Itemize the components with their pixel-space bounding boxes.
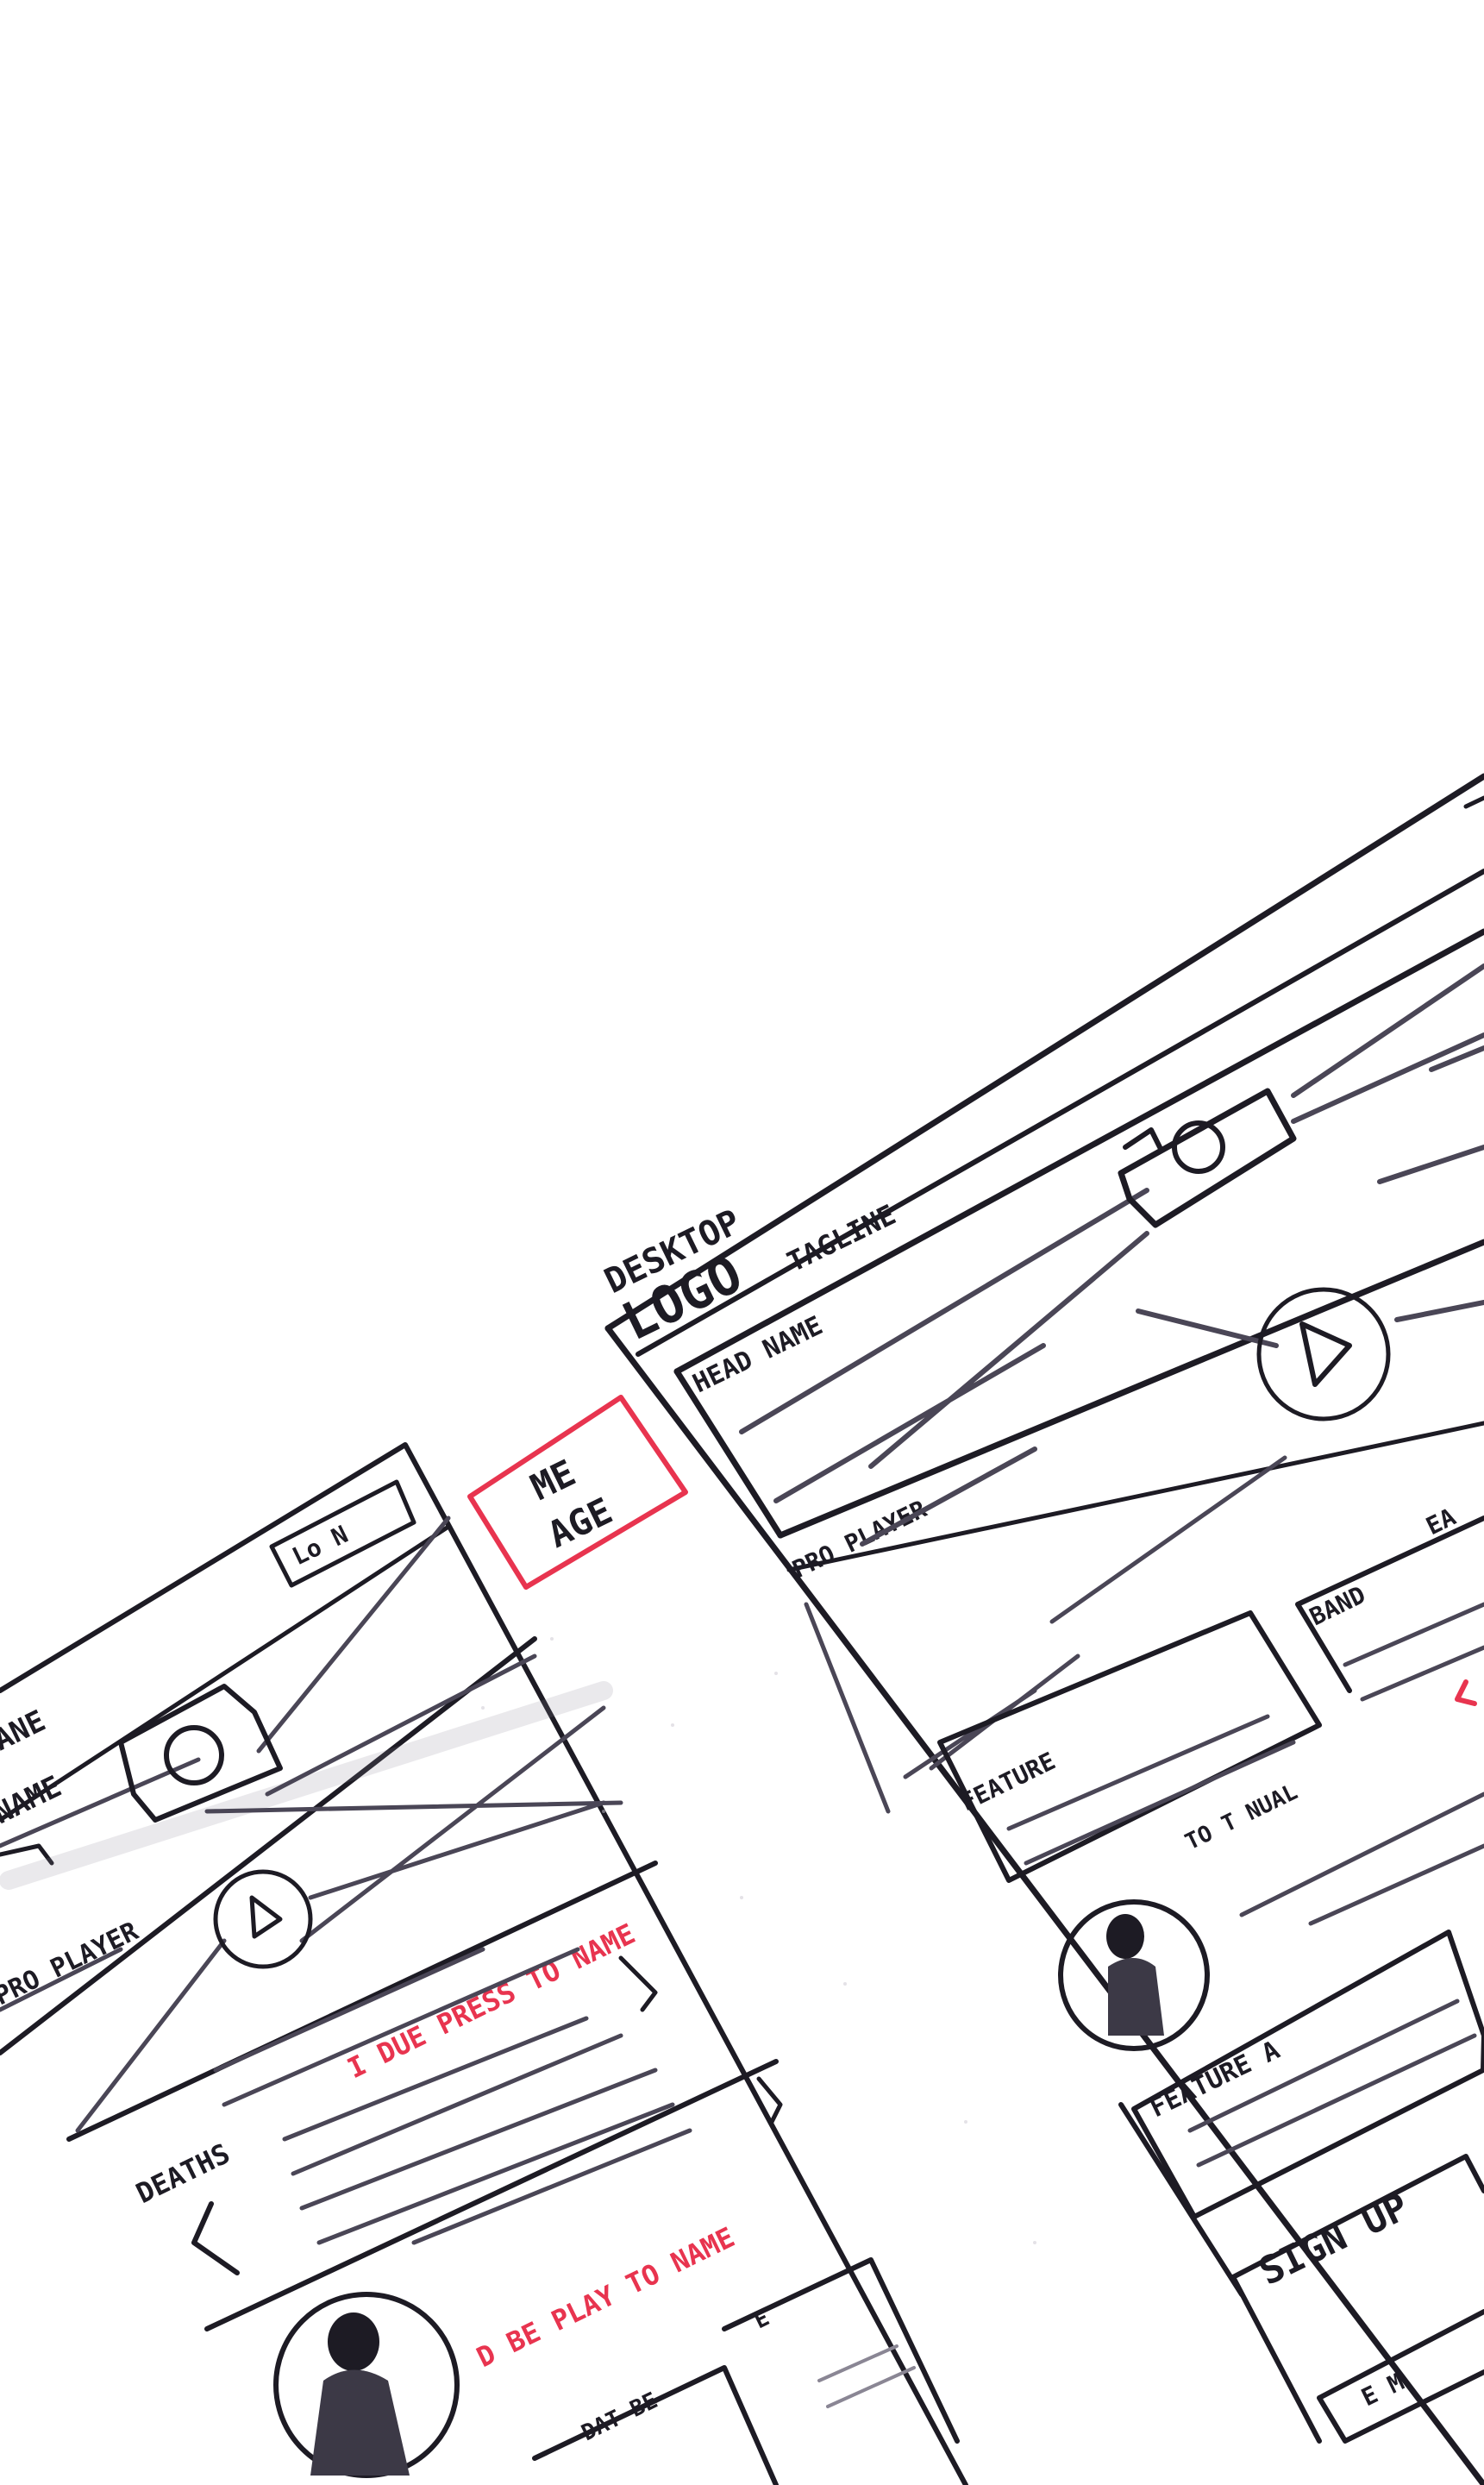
hero-image-placeholder <box>0 1518 621 2130</box>
desktop-feature-card-label: FEATURE <box>956 1747 1061 1817</box>
content-lines <box>216 1949 690 2243</box>
message-note-line-1: ME <box>524 1452 582 1509</box>
desktop-side-note: TO T NUAL <box>1181 1779 1302 1856</box>
message-note-box <box>470 1397 686 1587</box>
desktop-header-divider <box>638 871 1484 1354</box>
mobile-header-divider <box>0 1527 448 1820</box>
brand-label: ANE <box>0 1704 51 1758</box>
paper-texture <box>481 1637 1036 2244</box>
hero-top-edge <box>0 1639 535 2053</box>
desktop-hero-caption: PRO PLAYER <box>788 1495 931 1585</box>
chevron-right-icon[interactable] <box>621 1958 655 2010</box>
message-note: ME AGE <box>470 1397 686 1587</box>
desktop-play-icon <box>1302 1324 1349 1384</box>
chevron-right-icon-2[interactable] <box>759 2079 780 2122</box>
desktop-camera-icon <box>1121 1091 1293 1225</box>
section-label: DEATHS <box>131 2137 235 2210</box>
desktop-wireframe: DESKTOP LOGO TAGLINE HEAD NAME PRO PLAYE… <box>598 776 1484 2485</box>
card-1-label: DAT BE <box>578 2388 662 2446</box>
card-2[interactable] <box>724 2260 957 2441</box>
hero-shade <box>9 1691 604 1880</box>
desktop-ea-card-label: EA <box>1422 1503 1461 1541</box>
chevron-left-icon[interactable] <box>194 2204 237 2273</box>
play-button[interactable] <box>216 1872 310 1967</box>
red-annotation-2: D BE PLAY TO NAME <box>472 2220 740 2374</box>
play-icon <box>252 1898 280 1936</box>
desktop-hero-left <box>677 1371 780 1535</box>
hero-bottom-edge <box>69 1863 655 2139</box>
mobile-frame <box>0 1445 966 2485</box>
card-2-lines <box>819 2346 914 2407</box>
section-divider <box>207 2061 776 2329</box>
mobile-wireframe: Lo N ANE NAME PRO PLAYER I DUE PRESS TO … <box>0 1445 966 2485</box>
desktop-signup-label: SIGN UP <box>1252 2185 1415 2294</box>
desktop-red-mark <box>1457 1682 1475 1704</box>
desktop-frame-corner <box>1466 798 1484 806</box>
card-1[interactable] <box>535 2368 776 2485</box>
desktop-feature-a-label: FEATURE A <box>1145 2035 1284 2124</box>
login-button-label: Lo N <box>288 1520 353 1571</box>
desktop-avatar <box>1061 1902 1207 2049</box>
avatar <box>276 2294 457 2476</box>
desktop-feature-card-lines <box>1009 1716 1293 1863</box>
